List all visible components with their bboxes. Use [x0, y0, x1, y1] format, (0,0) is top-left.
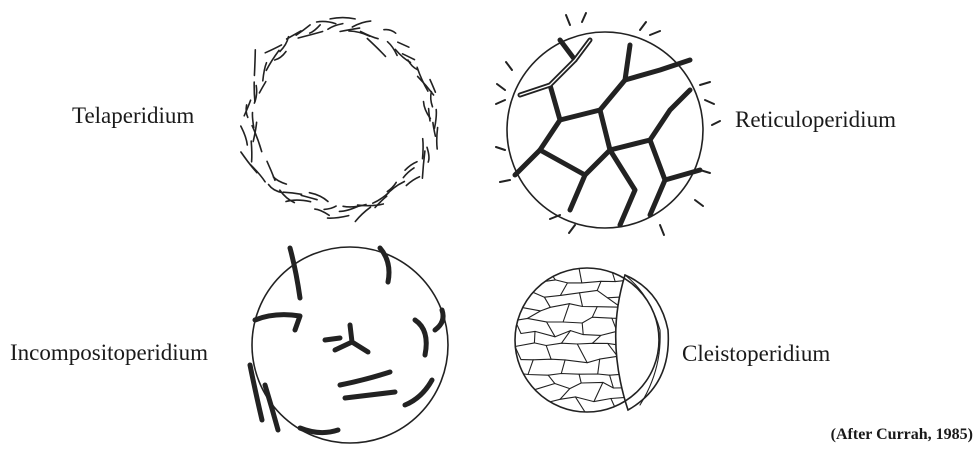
tela-hyphae-ring — [241, 18, 438, 222]
tela-hypha — [435, 110, 437, 129]
tela-hypha — [309, 193, 328, 202]
label-reticuloperidium: Reticuloperidium — [735, 108, 896, 131]
label-incompositoperidium: Incompositoperidium — [10, 341, 208, 364]
reticuloperidium-drawing — [496, 13, 720, 235]
clei-cell-wall — [597, 281, 601, 290]
tela-hypha — [269, 185, 283, 193]
clei-cell-wall — [659, 386, 665, 399]
clei-cell-wall — [659, 281, 665, 294]
clei-cell-wall — [528, 311, 541, 319]
clei-cell-wall — [592, 335, 601, 343]
clei-cell-wall — [594, 382, 603, 401]
tela-hypha — [263, 63, 267, 81]
tela-hypha — [296, 25, 310, 35]
figure-credit: (After Currah, 1985) — [831, 426, 973, 444]
tela-hypha — [405, 162, 417, 171]
tela-hypha — [398, 42, 409, 47]
clei-cell-wall — [579, 268, 582, 283]
clei-cell-wall — [560, 283, 567, 296]
tela-hypha — [330, 18, 355, 19]
tela-hypha — [427, 147, 429, 162]
clei-cell-wall — [534, 331, 535, 343]
tela-hypha — [324, 206, 336, 209]
clei-cell-wall — [515, 268, 521, 281]
clei-cell-wall — [611, 268, 615, 282]
clei-cell-wall — [515, 373, 521, 386]
clei-cell-wall — [515, 399, 521, 412]
reti-network — [515, 40, 700, 225]
tela-hypha — [244, 100, 250, 116]
clei-cell-wall — [544, 297, 550, 307]
tela-hypha — [429, 109, 430, 121]
tela-hypha — [267, 161, 275, 180]
tela-hypha — [437, 128, 438, 149]
tela-hypha — [367, 39, 385, 57]
inco-hyphae — [250, 248, 443, 433]
tela-hypha — [384, 30, 396, 34]
tela-hypha — [254, 50, 255, 76]
tela-hypha — [361, 32, 379, 39]
tela-hypha — [254, 82, 255, 102]
tela-hypha — [251, 141, 252, 162]
tela-hypha — [259, 82, 265, 93]
tela-hypha — [343, 205, 366, 207]
clei-cell-wall — [561, 360, 565, 374]
clei-cell-wall — [592, 307, 597, 318]
tela-hypha — [241, 152, 257, 173]
tela-hypha — [423, 139, 424, 159]
label-cleistoperidium: Cleistoperidium — [682, 342, 830, 365]
clei-cell-wall — [515, 294, 521, 307]
cleistoperidium-drawing — [515, 268, 668, 412]
tela-hypha — [408, 60, 418, 70]
clei-cell-wall — [563, 304, 569, 322]
clei-cell-wall — [546, 346, 551, 360]
clei-cell-wall — [579, 374, 581, 383]
tela-hypha — [241, 126, 248, 145]
clei-cell-wall — [528, 360, 533, 375]
incompositoperidium-drawing — [250, 247, 448, 443]
clei-cell-wall — [548, 375, 555, 383]
clei-cell-wall — [580, 293, 583, 307]
tela-hypha — [317, 21, 336, 23]
tela-hypha — [283, 192, 301, 194]
clei-cell-wall — [521, 277, 665, 283]
clei-cell-wall — [577, 344, 587, 363]
clei-cell-wall — [582, 323, 583, 335]
tela-hypha — [388, 42, 398, 56]
telaperidium-drawing — [241, 18, 438, 222]
tela-hypha — [406, 177, 419, 186]
tela-hypha — [355, 207, 370, 221]
tela-hypha — [352, 21, 370, 27]
tela-hypha — [301, 195, 317, 199]
tela-hypha — [328, 216, 349, 219]
clei-cell-wall — [598, 359, 600, 374]
tela-hypha — [328, 24, 343, 30]
clei-cell-wall — [528, 390, 535, 401]
label-telaperidium: Telaperidium — [72, 104, 194, 127]
tela-hypha — [266, 50, 279, 70]
tela-hypha — [315, 209, 329, 215]
tela-hypha — [417, 67, 428, 91]
reti-branch-tips — [496, 13, 720, 235]
clei-cell-wall — [643, 268, 648, 277]
